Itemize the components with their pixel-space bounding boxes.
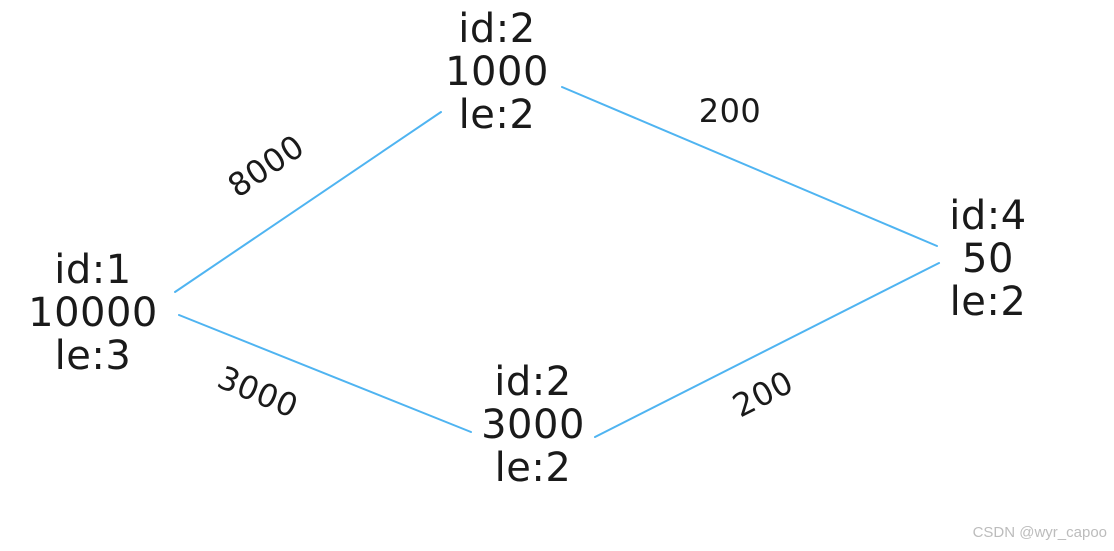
node-value-label: 50: [962, 236, 1014, 282]
node-value-label: 3000: [481, 402, 585, 448]
edge-weight-label-200-top: 200: [698, 92, 762, 130]
csdn-watermark: CSDN @wyr_capoo: [972, 524, 1107, 541]
node-le-label: le:2: [949, 279, 1027, 325]
graph-edge-line-node-id1-node-id2-top: [174, 111, 442, 293]
node-le-label: le:2: [494, 445, 572, 491]
graph-edge-line-node-id2-top-node-id4: [561, 86, 938, 247]
node-le-label: le:2: [458, 92, 536, 138]
node-value-label: 1000: [445, 49, 549, 95]
node-id-label: id:2: [458, 6, 536, 52]
graph-edge-line-node-id1-node-id2-bottom: [178, 314, 472, 433]
graph-edge-line-node-id2-bottom-node-id4: [594, 262, 940, 438]
node-id-label: id:4: [949, 193, 1027, 239]
node-id-label: id:1: [54, 247, 132, 293]
graph-node-id1: id:1 10000 le:3: [28, 249, 158, 378]
node-id-label: id:2: [494, 359, 572, 405]
node-le-label: le:3: [54, 333, 132, 379]
graph-node-id4: id:4 50 le:2: [949, 195, 1026, 324]
graph-node-id2-bottom: id:2 3000 le:2: [481, 361, 585, 490]
node-value-label: 10000: [28, 290, 158, 336]
graph-node-id2-top: id:2 1000 le:2: [445, 8, 549, 137]
